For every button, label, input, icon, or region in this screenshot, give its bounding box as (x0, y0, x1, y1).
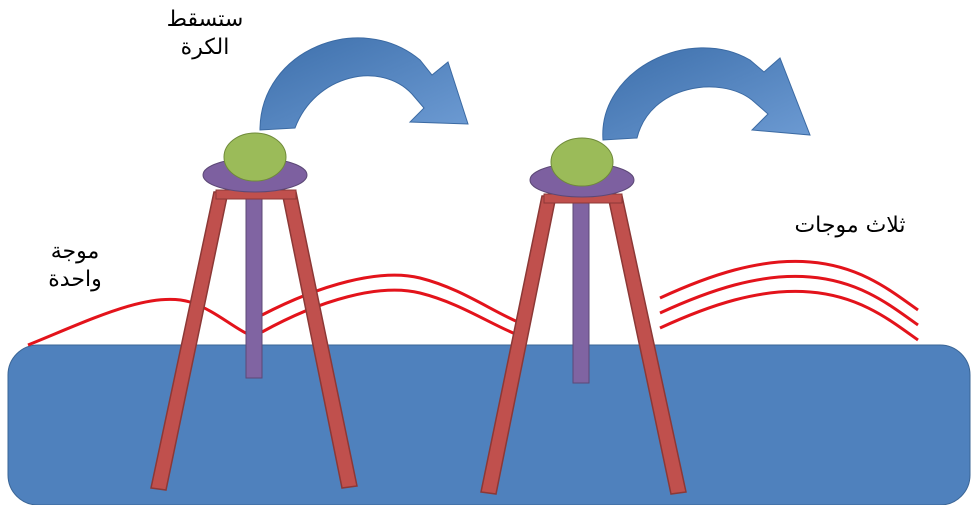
label-ball-falls-line2: الكرة (145, 34, 265, 62)
three-waves (660, 261, 918, 340)
tower-left-ball (224, 133, 286, 181)
label-one-wave-line1: موجة (20, 238, 130, 266)
curved-arrow-right-icon (603, 48, 810, 140)
single-wave (28, 299, 260, 345)
tower-right-pole (573, 198, 589, 383)
label-ball-falls-line1: ستسقط (145, 6, 265, 34)
curved-arrow-left-icon (260, 38, 468, 130)
label-one-wave-line2: واحدة (20, 266, 130, 294)
tower-left-pole (246, 195, 262, 378)
label-three-waves-text: ثلاث موجات (750, 212, 950, 240)
tower-right-ball (551, 138, 613, 186)
label-three-waves: ثلاث موجات (750, 212, 950, 240)
label-one-wave: موجة واحدة (20, 238, 130, 294)
label-ball-falls: ستسقط الكرة (145, 6, 265, 62)
